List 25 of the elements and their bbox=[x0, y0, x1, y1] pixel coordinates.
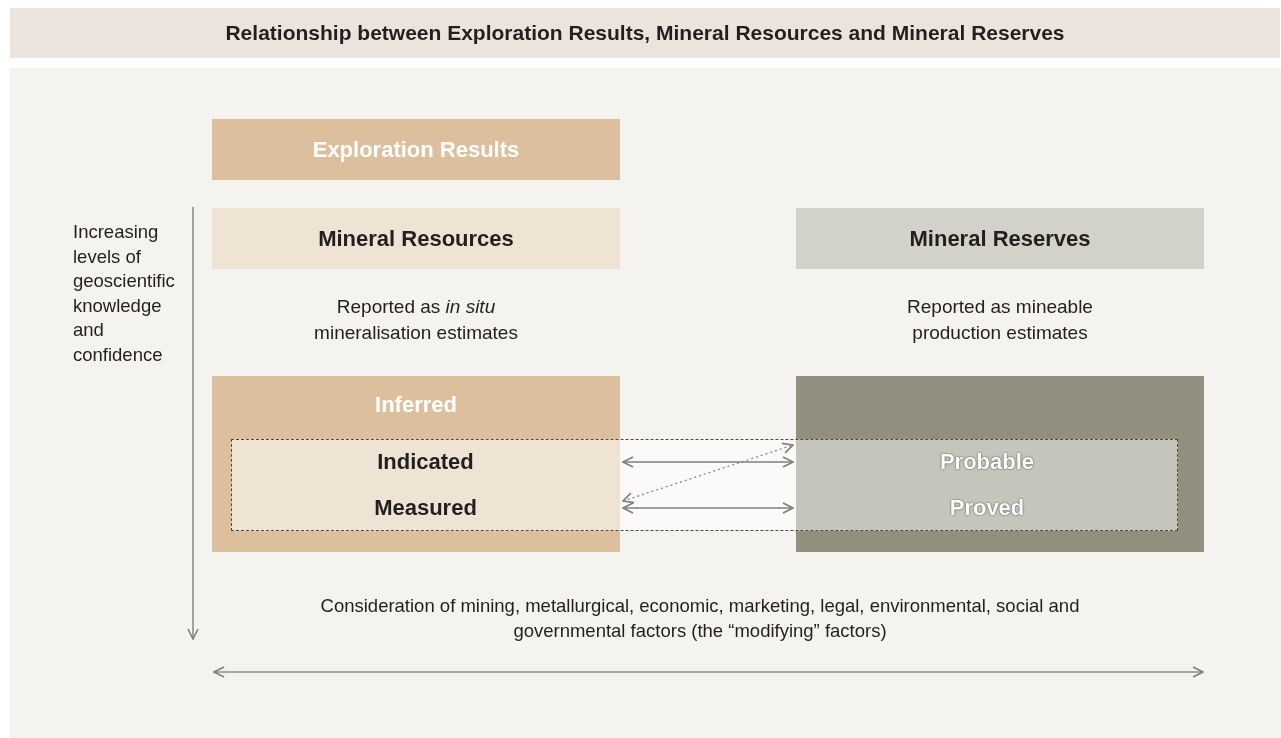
double-arrow bbox=[622, 442, 794, 504]
category-box bbox=[796, 439, 1178, 485]
box-label: Mineral Resources bbox=[318, 225, 514, 252]
box-label: Mineral Reserves bbox=[909, 225, 1091, 252]
category-box bbox=[231, 485, 620, 531]
box-label: Indicated bbox=[377, 449, 474, 475]
box-label: Probable bbox=[939, 449, 1035, 475]
category-box bbox=[212, 119, 620, 180]
category-box bbox=[231, 439, 620, 485]
category-box bbox=[212, 376, 620, 552]
category-box bbox=[212, 208, 620, 269]
title: Relationship between Exploration Results, Mineral Resources and Mineral Reserves bbox=[225, 21, 1065, 45]
box-label: Inferred bbox=[375, 392, 457, 418]
box-label: Measured bbox=[374, 495, 477, 521]
double-arrow bbox=[622, 502, 794, 514]
category-box bbox=[796, 485, 1178, 531]
box-label: Exploration Results bbox=[312, 136, 520, 163]
double-arrow bbox=[622, 456, 794, 468]
description-text: Reported as in situ mineralisation estimates bbox=[313, 295, 519, 345]
box-label: Proved bbox=[949, 495, 1025, 521]
note-text: Consideration of mining, metallurgical, economic, marketing, legal, environmental, social and governmental factors (the “modifying” factors) bbox=[319, 594, 1081, 643]
note-text: Increasing levels of geoscientific knowledge and confidence bbox=[73, 220, 176, 367]
category-box bbox=[796, 376, 1204, 552]
category-box bbox=[796, 208, 1204, 269]
description-text: Reported as mineable production estimates bbox=[906, 295, 1094, 345]
